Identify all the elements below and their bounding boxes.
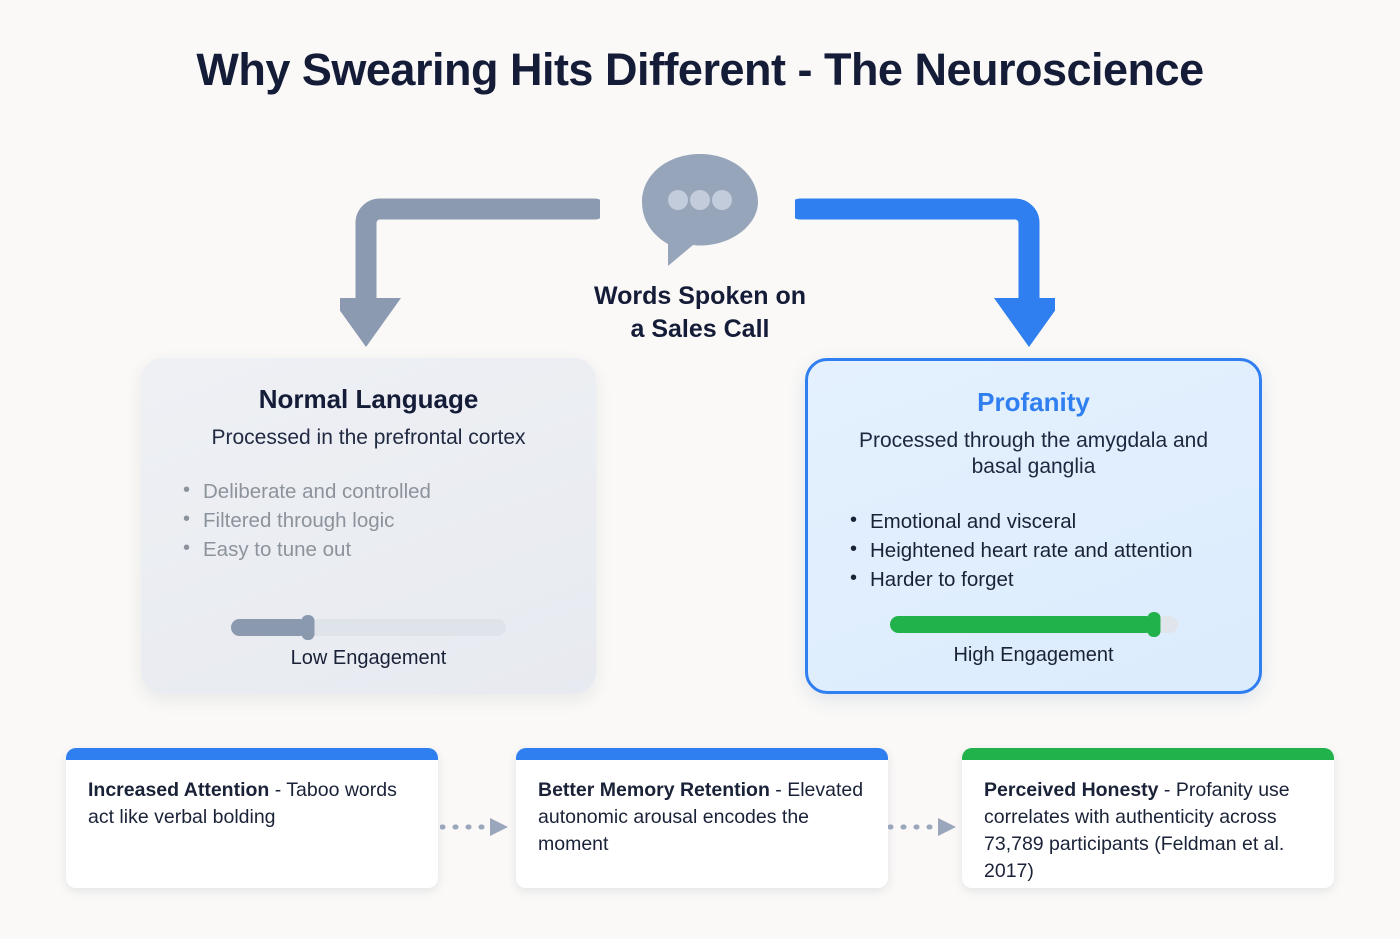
card-title-normal: Normal Language [258,384,479,414]
outcome-body: - Taboo words act like verbal bolding [88,779,397,828]
list-item: Emotional and visceral [848,505,1233,536]
page-title: Why Swearing Hits Different - The Neuros… [196,44,1204,95]
center-label-line1: Words Spoken on [593,282,807,310]
outcome-card-perceived-honesty: Perceived Honesty - Profanity use correl… [962,748,1334,888]
engagement-slider-profanity[interactable]: High Engagement [808,612,1259,667]
card-normal-language: Normal Language Processed in the prefron… [141,358,596,694]
slider-thumb[interactable] [301,615,315,640]
list-item: Harder to forget [848,564,1233,594]
card-title-profanity: Profanity [977,387,1090,417]
engagement-slider-normal[interactable]: Low Engagement [141,615,596,670]
slider-fill [231,619,308,636]
list-item: Deliberate and controlled [181,476,570,506]
speech-bubble-icon [642,154,758,266]
center-label-line2: a Sales Call [630,315,770,343]
outcome-title: Increased Attention [88,779,270,801]
dotted-arrow-right-2 [888,818,956,836]
slider-label-profanity: High Engagement [953,644,1114,666]
card-subtitle-profanity: Processed through the amygdala and basal… [858,429,1209,479]
outcome-text: Better Memory Retention - Elevated auton… [516,760,888,858]
outcome-card-better-memory-retention: Better Memory Retention - Elevated auton… [516,748,888,888]
slider-track[interactable] [889,612,1178,637]
slider-thumb[interactable] [1147,612,1161,637]
outcome-text: Perceived Honesty - Profanity use correl… [962,760,1334,885]
slider-fill [889,616,1155,633]
outcome-accent-bar [516,748,888,760]
outcome-body: - Elevated autonomic arousal encodes the… [538,779,864,855]
list-item: Easy to tune out [181,534,570,564]
card-subtitle-normal: Processed in the prefrontal cortex [211,426,526,449]
outcome-accent-bar [962,748,1334,760]
elbow-arrow-right [795,198,1055,347]
dotted-arrow-right-1 [440,818,508,836]
list-item: Heightened heart rate and attention [848,535,1233,565]
list-item: Filtered through logic [181,505,570,535]
outcome-text: Increased Attention - Taboo words act li… [66,760,438,831]
outcome-title: Perceived Honesty [984,779,1159,801]
slider-track[interactable] [231,615,506,640]
elbow-arrow-left [340,198,600,347]
outcome-card-increased-attention: Increased Attention - Taboo words act li… [66,748,438,888]
bullet-list-normal: Deliberate and controlled Filtered throu… [167,476,570,564]
center-label: Words Spoken on a Sales Call [0,280,1400,346]
slider-label-normal: Low Engagement [290,647,447,669]
outcome-body: - Profanity use correlates with authenti… [984,779,1290,882]
outcome-accent-bar [66,748,438,760]
outcome-title: Better Memory Retention [538,779,770,801]
card-profanity: Profanity Processed through the amygdala… [805,358,1262,694]
bullet-list-profanity: Emotional and visceral Heightened heart … [834,505,1233,594]
center-bubble-group: Words Spoken on a Sales Call [0,150,1400,346]
